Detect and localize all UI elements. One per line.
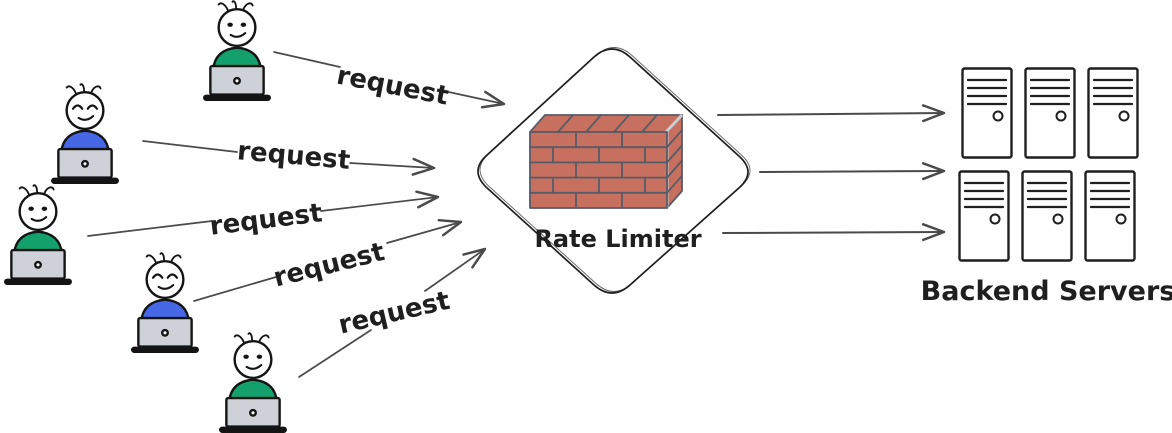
server-icon-6	[1084, 170, 1136, 262]
server-icon-5	[1021, 170, 1073, 262]
request-label-1: request	[334, 61, 451, 112]
request-label-2: request	[236, 136, 351, 176]
user-laptop-icon-2	[50, 83, 120, 184]
rate-limiter-label: Rate Limiter	[534, 225, 701, 253]
request-label-5: request	[336, 286, 453, 341]
forward-arrow-2	[759, 162, 946, 181]
server-icon-3	[1087, 67, 1139, 159]
brick-wall-icon	[529, 114, 683, 210]
request-label-4: request	[271, 237, 388, 293]
user-laptop-icon-5	[218, 332, 288, 433]
forward-arrows	[717, 104, 946, 242]
rate-limiter-node: Rate Limiter	[477, 47, 751, 294]
user-laptop-icon-3	[3, 184, 73, 285]
request-arrow-1: request	[273, 51, 506, 112]
user-laptop-icon-1	[202, 0, 272, 101]
request-arrow-2: request	[142, 136, 436, 176]
backend-servers-label: Backend Servers	[921, 276, 1172, 307]
forward-arrow-3	[722, 223, 946, 242]
request-arrow-3: request	[87, 190, 440, 242]
server-icon-4	[958, 170, 1010, 262]
server-icon-2	[1024, 67, 1076, 159]
server-icon-1	[961, 67, 1013, 159]
forward-arrow-1	[717, 104, 946, 123]
backend-servers-node: Backend Servers	[921, 67, 1172, 307]
request-label-3: request	[208, 198, 324, 242]
user-laptop-icon-4	[130, 252, 200, 353]
